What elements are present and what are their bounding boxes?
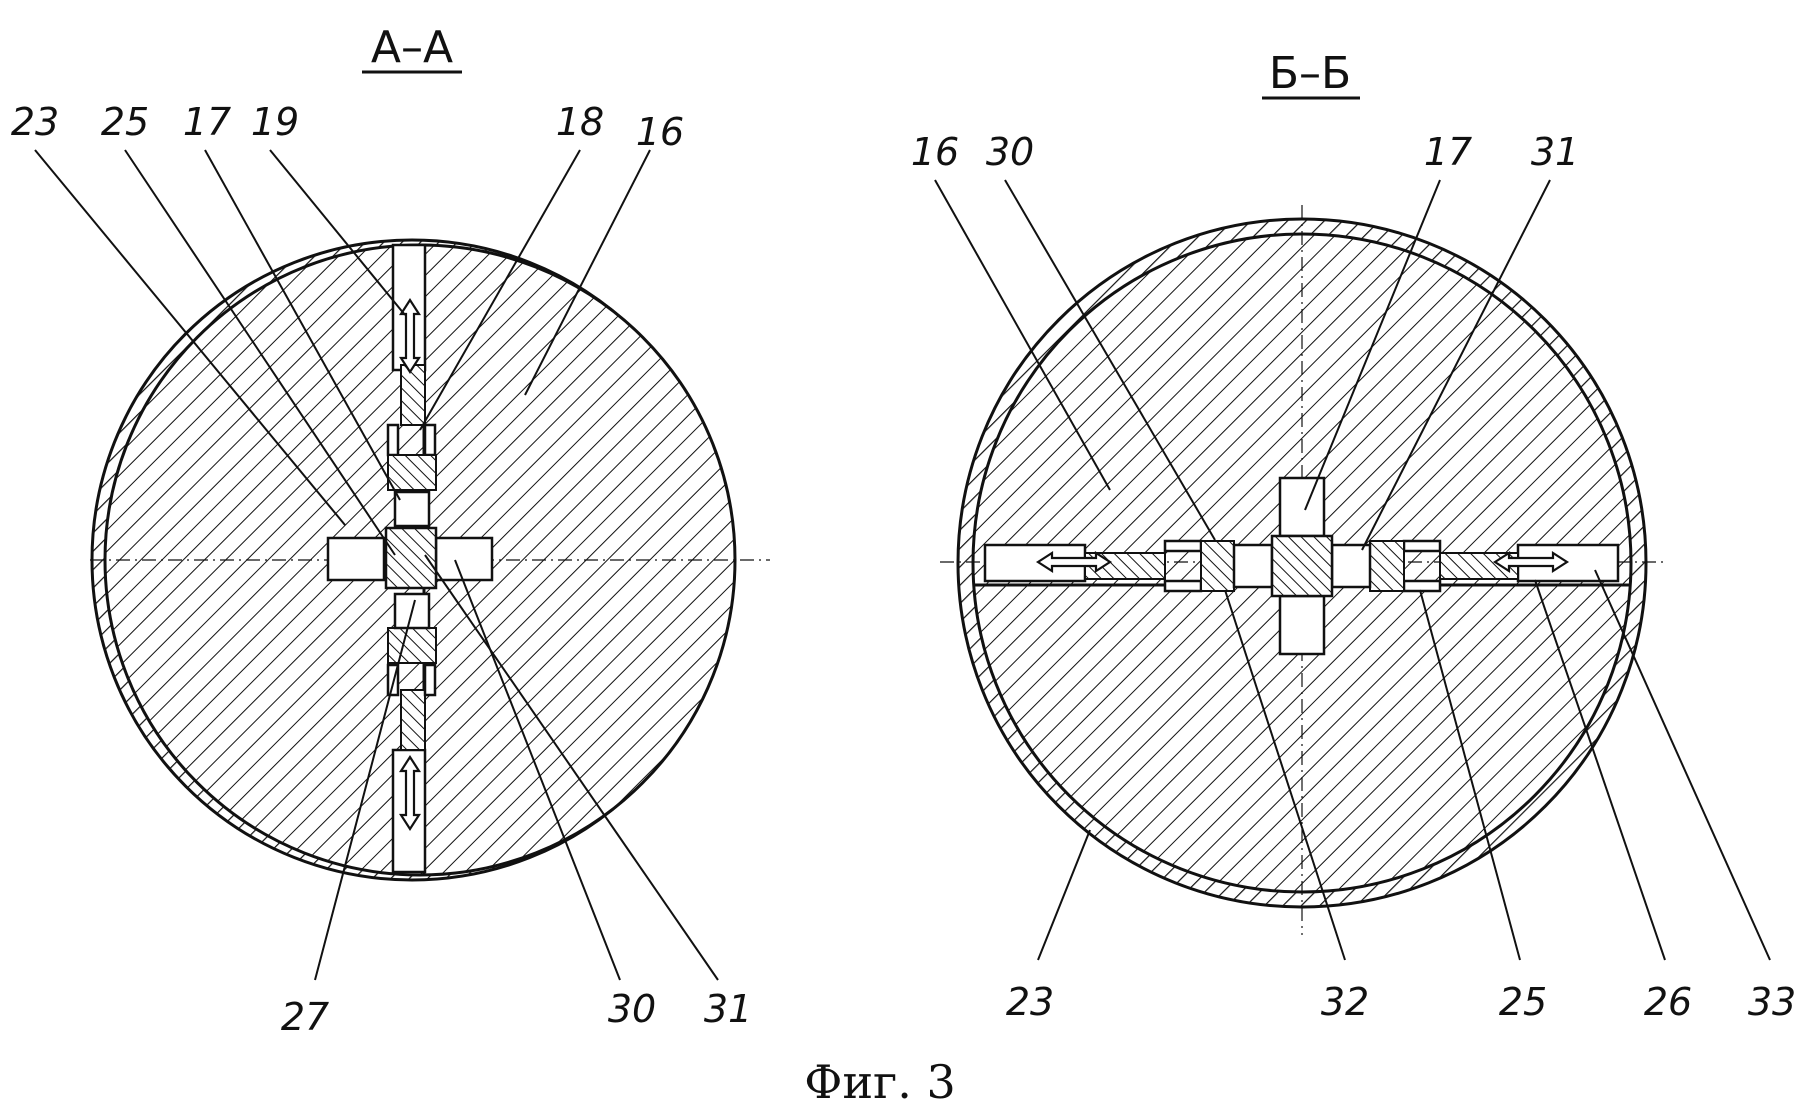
callout-32-b: 32 [1321, 980, 1369, 1024]
leader-18-a [419, 149, 581, 431]
callout-30-b: 30 [986, 130, 1034, 174]
callout-17-a: 17 [183, 100, 231, 144]
callout-16-b: 16 [911, 130, 959, 174]
motion-arrow-right-b [1492, 550, 1570, 574]
leader-25-a [124, 149, 396, 556]
callout-16-a: 16 [636, 110, 684, 154]
leader-19-a [269, 149, 406, 316]
callout-26-b: 26 [1644, 980, 1692, 1024]
stop-top-left-a [386, 423, 400, 457]
slot-bottom-b [1278, 594, 1326, 656]
motion-arrow-bottom-a [398, 754, 422, 832]
wedge-right-b [1369, 540, 1405, 592]
leader-27-a [314, 599, 416, 981]
rod-top-a [400, 364, 426, 426]
callout-31-b: 31 [1531, 130, 1579, 174]
callout-23-a: 23 [11, 100, 59, 144]
leader-25-b [1419, 589, 1521, 961]
wedge-left-b [1200, 540, 1235, 592]
stop-left-bottom-b [1163, 579, 1203, 593]
leader-17-a [204, 149, 401, 501]
seat-left-b [1232, 543, 1274, 589]
central-block-a [384, 526, 438, 590]
leader-16-b [934, 179, 1111, 491]
leader-31-b [1361, 179, 1551, 551]
rod-bottom-a [400, 689, 426, 751]
callout-17-b: 17 [1424, 130, 1472, 174]
callout-30-a: 30 [608, 987, 656, 1031]
leader-17-b [1304, 179, 1441, 511]
stop-left-top-b [1163, 539, 1203, 553]
slot-left-a [326, 536, 386, 582]
stop-right-bottom-b [1402, 579, 1442, 593]
central-block-b [1270, 534, 1334, 598]
leader-31-a [424, 554, 719, 981]
slot-right-a [434, 536, 494, 582]
leader-23-a [34, 149, 346, 526]
leader-23-b [1037, 829, 1091, 961]
wedge-bottom-a [387, 627, 437, 664]
section-title-b: Б–Б [1269, 48, 1351, 99]
stop-bottom-right-a [423, 663, 437, 697]
figure-caption: Фиг. 3 [804, 1055, 955, 1109]
callout-18-a: 18 [556, 100, 604, 144]
seat-top-a [393, 490, 431, 528]
callout-33-b: 33 [1748, 980, 1796, 1024]
seat-right-b [1330, 543, 1372, 589]
section-view-b: Б–Б [911, 48, 1796, 1024]
section-view-a: А–А 23 [11, 22, 770, 1039]
callout-31-a: 31 [704, 987, 752, 1031]
callout-23-b: 23 [1006, 980, 1054, 1024]
slot-top-b [1278, 476, 1326, 538]
leader-16-a [524, 149, 651, 396]
callout-27-a: 27 [281, 995, 329, 1039]
motion-arrow-left-b [1035, 550, 1113, 574]
section-title-a: А–А [371, 22, 453, 73]
wedge-top-a [387, 454, 437, 491]
leader-30-b [1004, 179, 1216, 541]
leader-30-a [454, 559, 621, 981]
callout-25-a: 25 [101, 100, 149, 144]
stop-right-top-b [1402, 539, 1442, 553]
callout-25-b: 25 [1499, 980, 1547, 1024]
leader-32-b [1224, 589, 1346, 961]
stop-top-right-a [423, 423, 437, 457]
leader-26-b [1534, 579, 1666, 961]
leader-33-b [1594, 569, 1771, 961]
callout-19-a: 19 [251, 100, 299, 144]
